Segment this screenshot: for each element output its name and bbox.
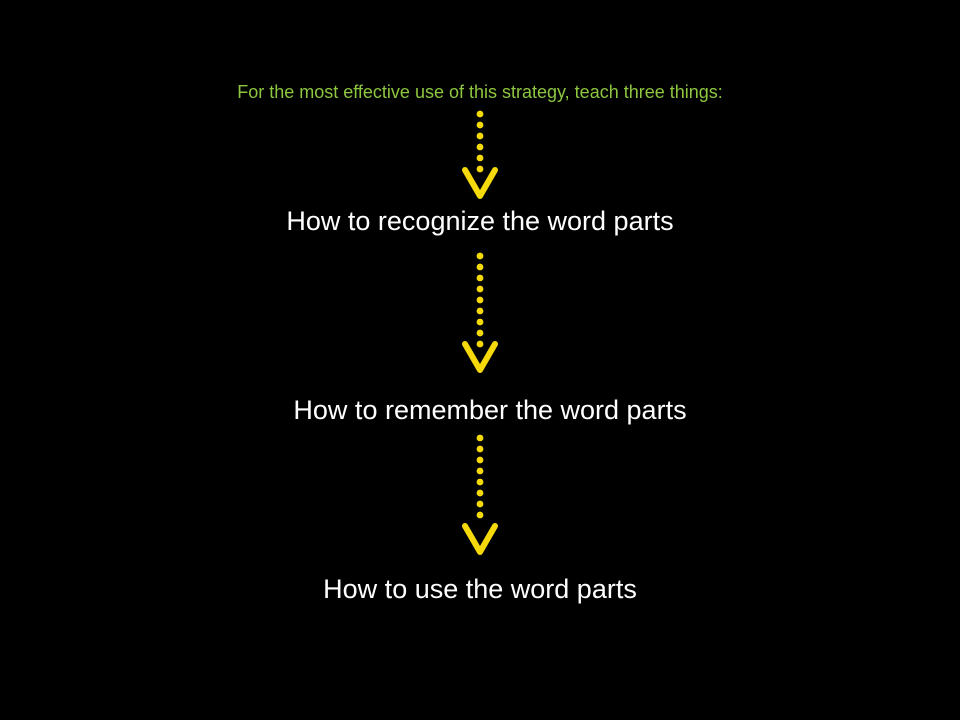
dotted-arrow-down-icon [462,252,498,373]
dotted-arrow-down-icon [462,434,498,555]
arrow-dot [476,318,484,326]
arrow-dot [476,121,484,129]
step-use: How to use the word parts [323,574,637,604]
arrow-head [462,167,498,199]
arrow-dot [476,132,484,140]
arrow-dot [476,274,484,282]
dotted-arrow-down-icon [462,110,498,199]
arrow-dot [476,329,484,337]
arrow-dot [476,165,484,173]
arrow-dot [476,434,484,442]
step-recognize: How to recognize the word parts [286,206,674,236]
arrow-dot [476,252,484,260]
arrow-head [462,341,498,373]
arrow-dot [476,263,484,271]
arrow-dot [476,143,484,151]
arrow-dot [476,154,484,162]
arrow-dot [476,478,484,486]
arrow-dot [476,296,484,304]
arrow-dot [476,489,484,497]
arrow-dot [476,307,484,315]
arrow-dot [476,456,484,464]
step-remember: How to remember the word parts [293,395,687,425]
arrow-dot [476,500,484,508]
arrow-dot [476,340,484,348]
arrow-dot [476,445,484,453]
arrow-dot [476,467,484,475]
arrow-head [462,523,498,555]
arrow-dot [476,511,484,519]
arrow-dot [476,110,484,118]
arrow-dot [476,285,484,293]
intro-text: For the most effective use of this strat… [237,82,723,102]
